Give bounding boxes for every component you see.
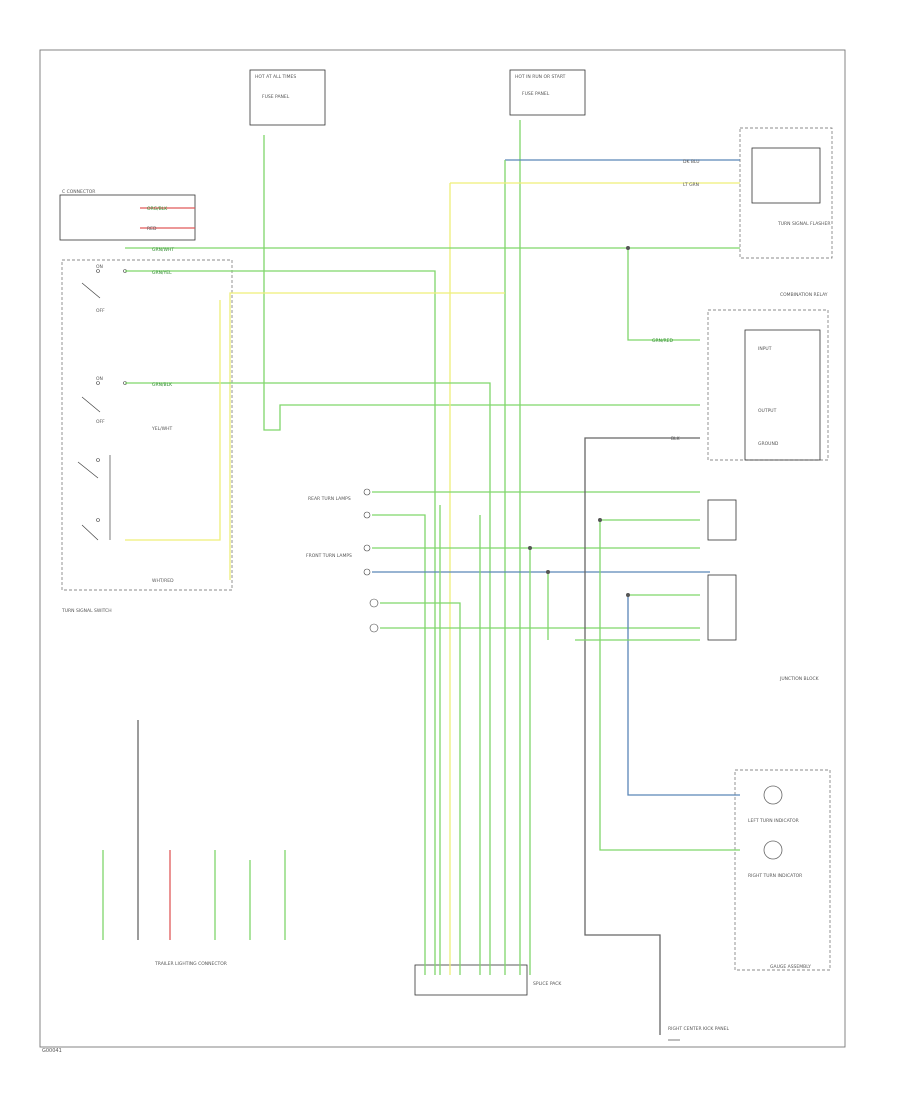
wire-label-1: ORG/BLK [147, 206, 168, 212]
wire-yellow-293 [229, 292, 505, 580]
ground-label: RIGHT CENTER KICK PANEL [668, 1026, 730, 1032]
wire-label-6: LT GRN [683, 182, 699, 188]
front-turn-lamps-label: FRONT TURN LAMPS [306, 553, 352, 559]
wire-green-600 [599, 520, 740, 851]
wire-label-3: GRN/WHT [152, 247, 174, 253]
wire-fuse-left [263, 135, 700, 431]
switch-contacts [77, 269, 127, 541]
fuse-box-left-label: FUSE PANEL [262, 94, 290, 100]
wire-label-11: WHT/RED [152, 578, 174, 584]
wire-lamp-2 [372, 514, 426, 975]
trailer-connector-label: TRAILER LIGHTING CONNECTOR [154, 961, 227, 967]
switch-off-2: OFF [96, 419, 105, 425]
switch-on-1: ON [96, 264, 103, 270]
mid-connector-1 [707, 499, 737, 541]
splice-pack-label: SPLICE PACK [533, 981, 562, 987]
switch-on-2: ON [96, 376, 103, 382]
wire-ground [584, 437, 700, 1035]
rear-turn-lamps-label: REAR TURN LAMPS [308, 496, 351, 502]
relay-input: INPUT [758, 346, 772, 352]
fuse-box-right [509, 69, 586, 116]
fuse-box-right-label: FUSE PANEL [522, 91, 550, 97]
lamp-symbols [363, 488, 379, 633]
mid-connector-2 [707, 574, 737, 641]
wire-blue-795 [627, 595, 740, 796]
switch-off-1: OFF [96, 308, 105, 314]
combination-relay-outer [707, 309, 829, 461]
wire-green-628 [627, 248, 700, 341]
right-turn-indicator-icon [763, 840, 783, 860]
turn-switch-right-box [739, 127, 833, 259]
combination-switch-box [61, 259, 233, 591]
fuse-box-left [249, 69, 326, 126]
left-turn-indicator-icon [763, 785, 783, 805]
wire-label-4: GRN/YEL [152, 270, 172, 276]
relay-ground: GROUND [758, 441, 779, 447]
wires [102, 120, 740, 1035]
junction-block-label: JUNCTION BLOCK [779, 676, 820, 682]
right-turn-indicator-label: RIGHT TURN INDICATOR [748, 873, 802, 879]
wire-yellow-540 [125, 300, 221, 541]
wire-label-10: BLK [671, 436, 681, 442]
wire-label-2: RED [147, 226, 157, 232]
gauge-assembly-label: GAUGE ASSEMBLY [770, 964, 811, 970]
left-turn-indicator-label: LEFT TURN INDICATOR [748, 818, 799, 824]
splice-dots [528, 246, 630, 597]
splice-pack-box [414, 964, 528, 996]
connector-left-label: C CONNECTOR [62, 189, 95, 195]
fuse-box-right-title: HOT IN RUN OR START [515, 74, 566, 80]
wire-green-271 [125, 270, 436, 975]
diagram-frame [39, 49, 846, 1048]
wire-lamp-5 [380, 602, 461, 975]
wire-label-8: YEL/WHT [151, 426, 172, 432]
turn-switch-right-inner [751, 147, 821, 204]
combination-switch-label: TURN SIGNAL SWITCH [61, 608, 112, 614]
combination-relay-label: COMBINATION RELAY [780, 292, 828, 298]
fuse-box-left-title: HOT AT ALL TIMES [255, 74, 296, 80]
wire-label-9: GRN/RED [652, 338, 673, 344]
turn-switch-right-label: TURN SIGNAL FLASHER [777, 221, 831, 227]
wire-green-383 [125, 382, 491, 975]
combination-relay-inner [744, 329, 821, 461]
footer-code: G00041 [42, 1048, 62, 1054]
wire-label-7: GRN/BLK [152, 382, 173, 388]
gauge-assembly-box [734, 769, 831, 971]
connector-left-box [59, 194, 196, 241]
wire-label-5: DK BLU [683, 159, 700, 165]
relay-output: OUTPUT [758, 408, 777, 414]
